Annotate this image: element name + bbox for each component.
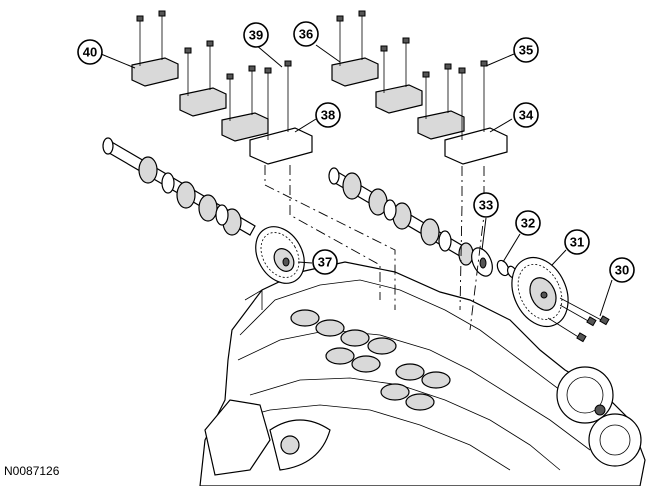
callout-38: 38 xyxy=(315,102,341,128)
camshaft-bearing-cap-icon xyxy=(331,10,379,87)
svg-text:31: 31 xyxy=(570,235,584,250)
camshaft-bearing-cap-icon xyxy=(131,10,179,87)
camshaft-icon xyxy=(328,167,476,266)
svg-text:32: 32 xyxy=(521,216,535,231)
callout-33: 33 xyxy=(473,192,499,218)
vct-unit-icon xyxy=(511,256,569,328)
camshaft-icon xyxy=(102,137,256,236)
svg-text:36: 36 xyxy=(299,27,313,42)
camshaft-seal-icon xyxy=(471,247,493,277)
figure-id: N0087126 xyxy=(4,464,60,478)
callout-39: 39 xyxy=(243,22,269,48)
callout-40: 40 xyxy=(77,39,103,65)
camshaft-bearing-cap-icon xyxy=(417,63,465,140)
camshaft-bearing-cap-icon xyxy=(249,60,313,165)
callout-37: 37 xyxy=(312,249,338,275)
svg-text:38: 38 xyxy=(321,108,335,123)
callout-30: 30 xyxy=(609,257,635,283)
svg-text:37: 37 xyxy=(318,255,332,270)
callout-31: 31 xyxy=(564,229,590,255)
svg-text:30: 30 xyxy=(615,263,629,278)
svg-text:39: 39 xyxy=(249,28,263,43)
callout-36: 36 xyxy=(293,21,319,47)
bolt-icon xyxy=(559,304,597,327)
cylinder-head-icon xyxy=(199,261,646,486)
camshaft-bearing-cap-icon xyxy=(179,40,227,117)
bolt-icon xyxy=(547,317,587,343)
svg-text:33: 33 xyxy=(479,198,493,213)
callout-35: 35 xyxy=(513,37,539,63)
camshaft-sprocket-icon xyxy=(255,226,305,284)
camshaft-bearing-cap-icon xyxy=(444,60,508,165)
camshaft-bearing-cap-icon xyxy=(375,37,423,114)
svg-text:40: 40 xyxy=(83,45,97,60)
svg-text:35: 35 xyxy=(519,43,533,58)
callout-32: 32 xyxy=(515,210,541,236)
bolt-icon xyxy=(559,297,610,326)
svg-text:34: 34 xyxy=(519,108,534,123)
callout-34: 34 xyxy=(513,102,539,128)
camshaft-bearing-cap-icon xyxy=(221,65,269,142)
